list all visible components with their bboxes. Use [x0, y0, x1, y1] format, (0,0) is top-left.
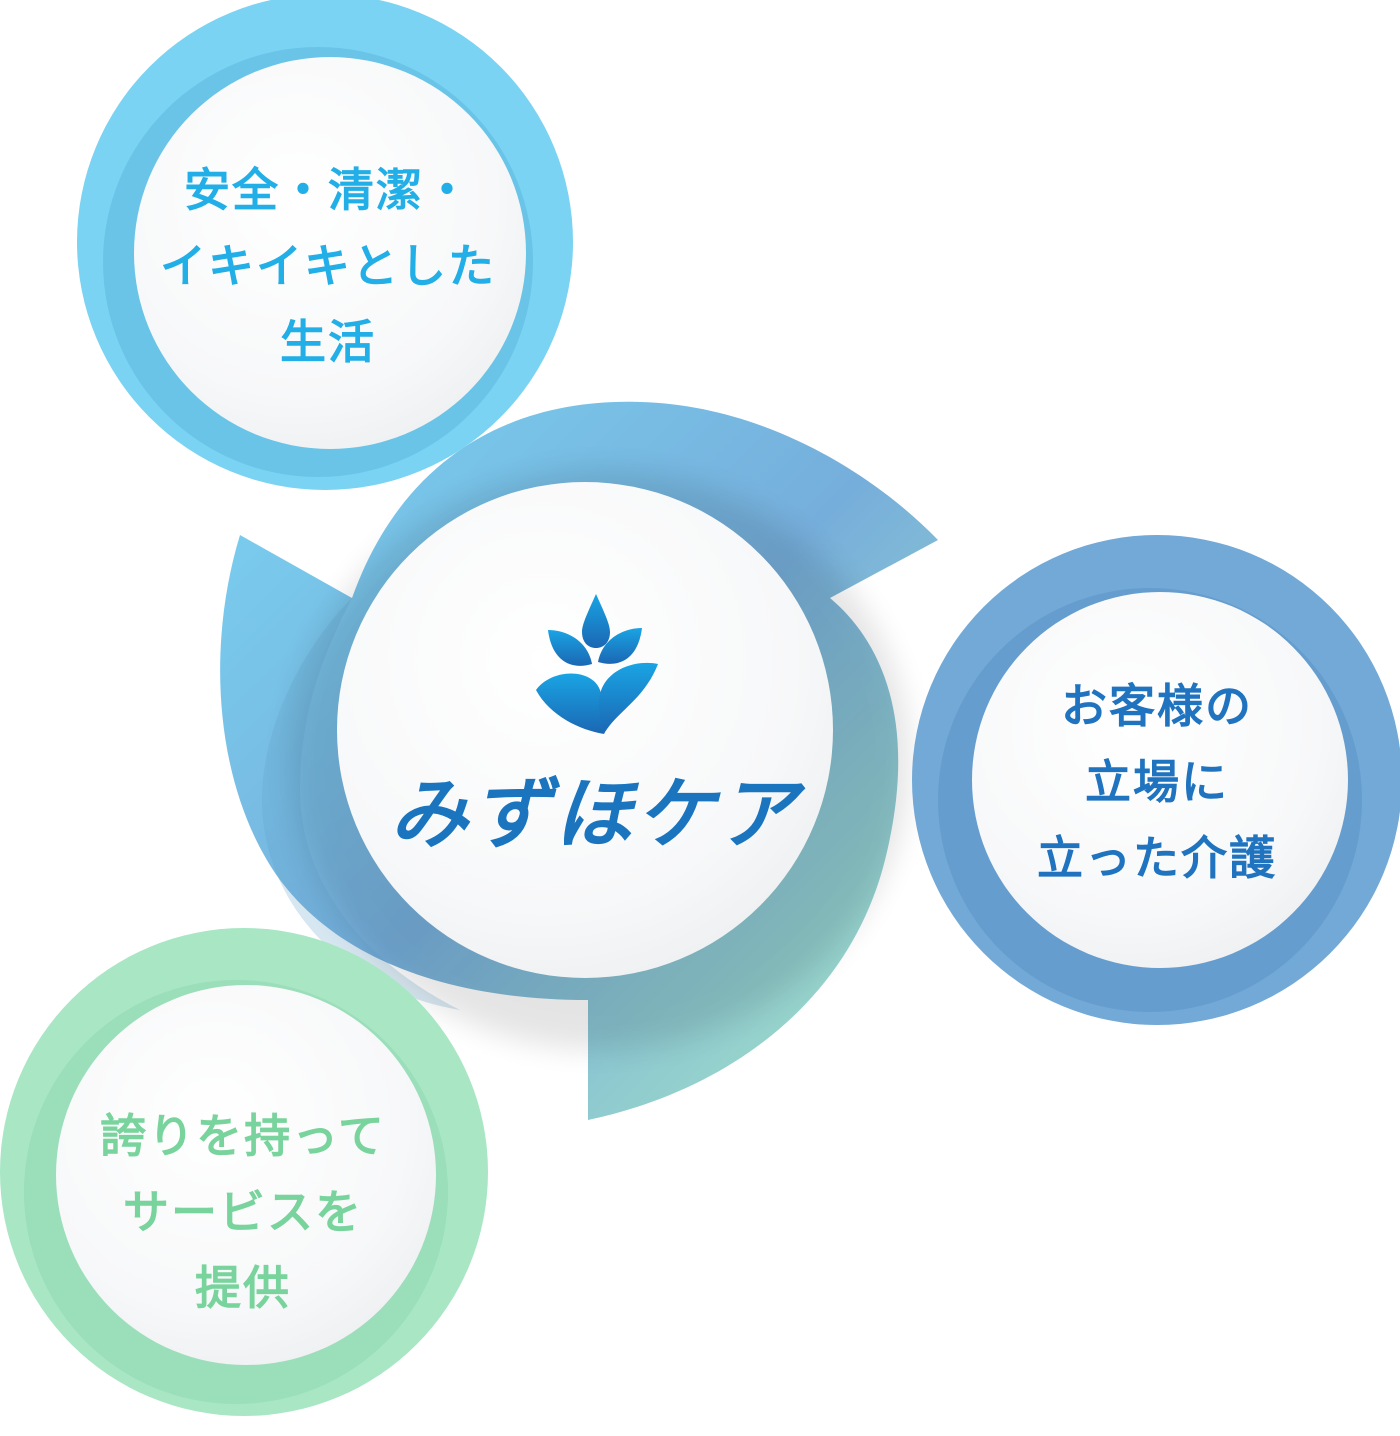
value-pride-label: 誇りを持って サービスを 提供: [58, 1098, 428, 1326]
value-customer-label: お客様の 立場に 立った介護: [972, 668, 1342, 896]
circle-top-left: [77, 0, 573, 490]
value-safety-line-3: 生活: [280, 315, 376, 369]
value-safety-line-1: 安全・清潔・: [184, 163, 472, 217]
value-pride-line-1: 誇りを持って: [100, 1109, 386, 1163]
swirl-inner-shade: [262, 598, 460, 1010]
brand-name: みずほケア: [389, 770, 800, 860]
circle-bottom-left: [0, 928, 488, 1416]
circle-right: [912, 535, 1400, 1025]
value-customer-line-3: 立った介護: [1037, 831, 1277, 885]
water-drop-leaf-icon: [536, 594, 658, 734]
value-pride-line-3: 提供: [195, 1261, 291, 1315]
value-safety-line-2: イキイキとした: [160, 239, 496, 293]
value-customer-line-2: 立場に: [1085, 755, 1229, 809]
center-disc: [337, 482, 833, 978]
value-safety-label: 安全・清潔・ イキイキとした 生活: [133, 152, 523, 380]
value-customer-line-1: お客様の: [1061, 679, 1253, 733]
value-pride-line-2: サービスを: [123, 1185, 363, 1239]
